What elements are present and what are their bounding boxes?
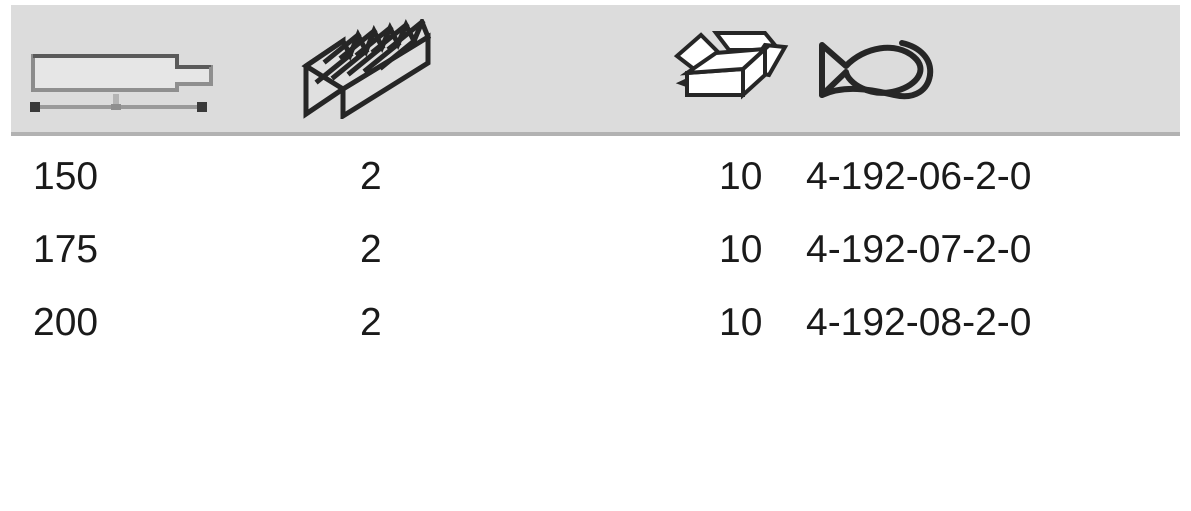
cell-packaging: 10 [719, 228, 763, 271]
column-header-cut [300, 5, 460, 132]
cell-cut: 2 [360, 301, 382, 344]
cell-length: 150 [33, 155, 99, 198]
cell-length: 200 [33, 301, 99, 344]
table-body: 150 2 10 4-192-06-2-0 175 2 10 4-192-07-… [0, 140, 1191, 359]
fish-icon [819, 39, 934, 99]
cell-length: 175 [33, 228, 99, 271]
file-length-dimension-icon [30, 53, 213, 112]
column-header-packaging [661, 5, 791, 132]
table-row: 150 2 10 4-192-06-2-0 [0, 140, 1191, 213]
table-row: 200 2 10 4-192-08-2-0 [0, 286, 1191, 359]
file-cut-teeth-icon [301, 18, 432, 119]
table-header-row [11, 5, 1180, 136]
cell-cut: 2 [360, 155, 382, 198]
column-header-article-number [800, 5, 950, 132]
cell-article: 4-192-06-2-0 [806, 155, 1032, 198]
table-row: 175 2 10 4-192-07-2-0 [0, 213, 1191, 286]
cell-packaging: 10 [719, 301, 763, 344]
cell-packaging: 10 [719, 155, 763, 198]
open-box-icon [673, 30, 789, 100]
cell-article: 4-192-07-2-0 [806, 228, 1032, 271]
cell-cut: 2 [360, 228, 382, 271]
column-header-length [25, 5, 245, 132]
cell-article: 4-192-08-2-0 [806, 301, 1032, 344]
